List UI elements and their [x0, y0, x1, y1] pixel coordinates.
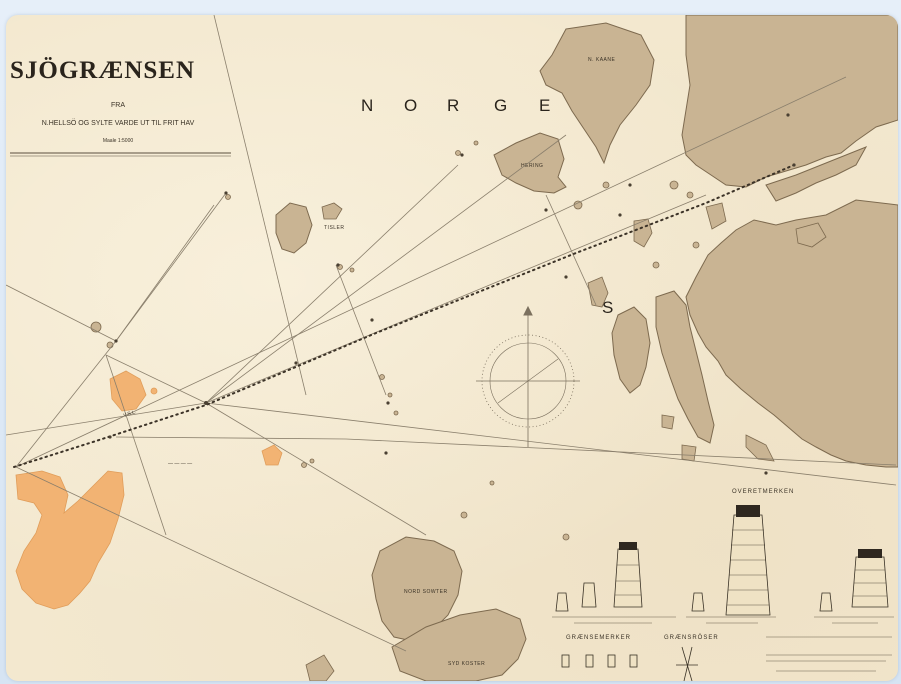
waypoint-markers [108, 113, 796, 475]
svg-text:S: S [602, 298, 613, 317]
islet-orange-b [261, 444, 283, 466]
scattered-islets [90, 140, 700, 541]
svg-text:G: G [494, 96, 507, 115]
label-overetmerken: OVERETMERKEN [732, 489, 794, 495]
svg-text:E: E [539, 96, 550, 115]
islet-f [681, 444, 697, 462]
sweden-mainland [685, 199, 898, 468]
islet-b [633, 218, 653, 248]
sea-border-dotted-line [13, 164, 795, 468]
legend-tower-left [613, 542, 643, 608]
map-image-card: SJÖGRÆNSEN FRA N.HELLSÖ OG SYLTE VARDE U… [6, 15, 898, 681]
rhumb-lines [6, 15, 897, 652]
strait-coastline [765, 146, 868, 202]
legend-boundary-markers [561, 654, 638, 668]
norway-mainland-top [681, 15, 898, 188]
islet-h [305, 654, 335, 681]
label-hering: HERING [521, 163, 543, 169]
legend-tower-large [725, 505, 771, 616]
island-syd-koster [391, 608, 527, 681]
label-tisler: TISLER [324, 225, 345, 231]
islet-orange-a [109, 370, 147, 412]
islet-g [661, 414, 675, 430]
country-label-norge: N O R G E [361, 96, 550, 115]
islet-d [795, 222, 827, 248]
map-title: SJÖGRÆNSEN [10, 57, 195, 84]
label-syd-koster: SYD KOSTER [448, 661, 485, 667]
legend-small-markers [555, 582, 833, 612]
label-graensroser: GRÆNSRÖSER [664, 634, 719, 641]
label-vsl: V.S.L. [123, 409, 137, 419]
map-subtitle-from: FRA [111, 102, 125, 109]
island-koster-south [611, 306, 651, 394]
islet-orange-c [150, 387, 158, 395]
islet-a [587, 276, 609, 308]
annotation-small-1: — — — — [168, 461, 192, 467]
map-subtitle-route: N.HELLSÖ OG SYLTE VARDE UT TIL FRIT HAV [42, 119, 195, 127]
legend-rose-sketch [676, 646, 698, 681]
svg-text:O: O [404, 96, 417, 115]
svg-text:N: N [361, 96, 373, 115]
island-sweden-center [655, 290, 715, 444]
islet-tisler-east [321, 202, 343, 220]
compass-rose [476, 305, 580, 447]
island-tisler [275, 202, 313, 254]
islet-c [705, 202, 727, 230]
svg-text:R: R [447, 96, 459, 115]
map-scale-note: Maale 1:5000 [103, 138, 134, 144]
norway-land-left [15, 470, 125, 610]
legend-tower-right [851, 549, 889, 608]
legend-captions [552, 616, 894, 672]
island-n-kaane [539, 22, 655, 165]
islet-e [745, 434, 775, 462]
historical-sea-border-map: SJÖGRÆNSEN FRA N.HELLSÖ OG SYLTE VARDE U… [6, 15, 898, 681]
label-n-kaane: N. KAANE [588, 57, 616, 63]
label-nord-sowter: NORD SOWTER [404, 589, 448, 595]
label-graensemerker: GRÆNSEMERKER [566, 635, 631, 641]
